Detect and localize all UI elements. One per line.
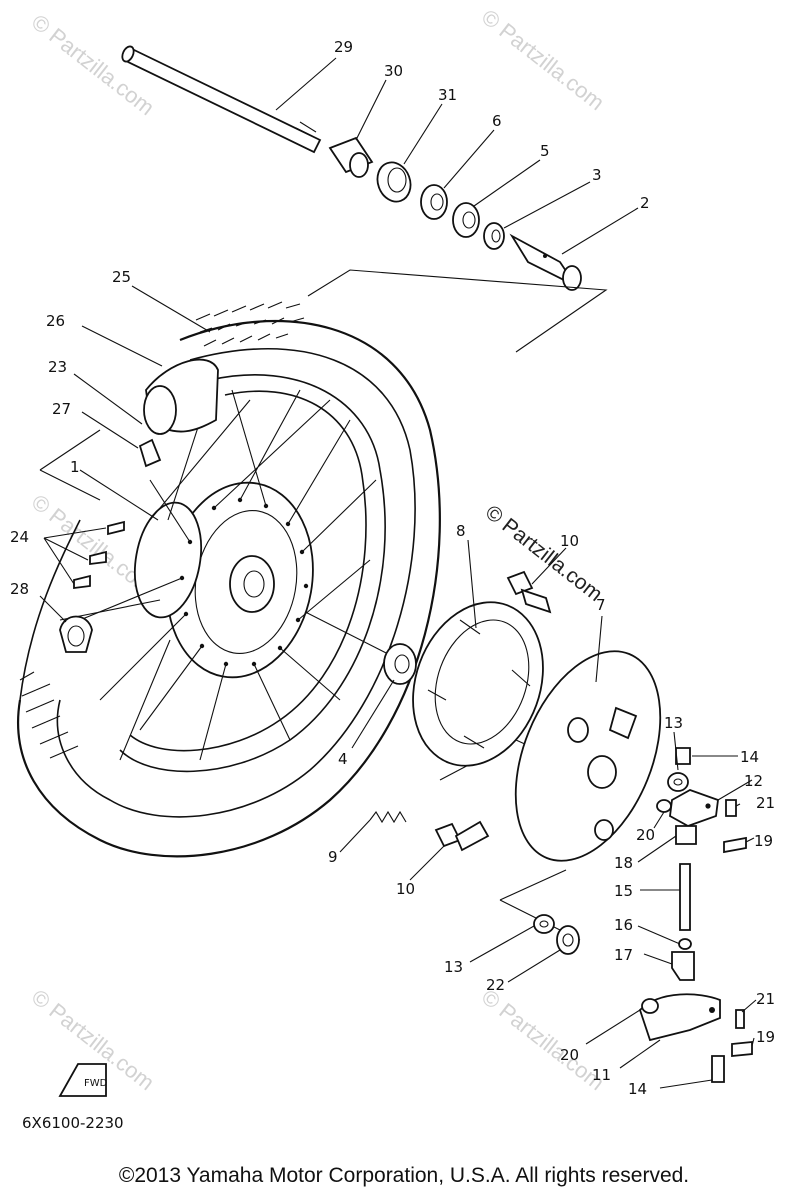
- part-label-30: 30: [384, 62, 403, 80]
- collar: [328, 136, 374, 178]
- part-label-10: 10: [396, 880, 415, 898]
- spacer: [509, 233, 582, 291]
- brake-shoes: [412, 601, 544, 767]
- part-label-16: 16: [614, 916, 633, 934]
- brake-cam: [434, 820, 490, 852]
- wheel-assembly: [17, 301, 441, 858]
- watermark: © Partzilla.com: [477, 984, 609, 1095]
- part-label-12: 12: [744, 772, 763, 790]
- part-label-1: 1: [70, 458, 80, 476]
- leader-lines: [39, 57, 757, 1089]
- part-label-3: 3: [592, 166, 602, 184]
- spacer-flange: [483, 222, 505, 250]
- part-label-15: 15: [614, 882, 633, 900]
- part-label-13: 13: [664, 714, 683, 732]
- part-label-20: 20: [636, 826, 655, 844]
- part-label-14: 14: [740, 748, 759, 766]
- valve-cap: [138, 438, 162, 468]
- part-label-23: 23: [48, 358, 67, 376]
- drawing-code: 6X6100-2230: [22, 1114, 124, 1132]
- part-label-29: 29: [334, 38, 353, 56]
- watermark-group: © Partzilla.com © Partzilla.com © Partzi…: [27, 4, 609, 1095]
- valve-clamp: [59, 615, 93, 653]
- bearing: [383, 643, 417, 685]
- part-label-22: 22: [486, 976, 505, 994]
- oil-seal: [376, 161, 412, 203]
- bearing: [452, 202, 480, 238]
- part-label-5: 5: [540, 142, 550, 160]
- brake-cam: [506, 570, 552, 614]
- part-label-19: 19: [756, 1028, 775, 1046]
- axle-shaft: [121, 45, 322, 154]
- part-label-18: 18: [614, 854, 633, 872]
- part-label-31: 31: [438, 86, 457, 104]
- part-label-7: 7: [596, 596, 606, 614]
- part-label-20: 20: [560, 1046, 579, 1064]
- spoke-nipples: [73, 520, 125, 590]
- part-label-27: 27: [52, 400, 71, 418]
- watermark-prominent: © Partzilla.com: [481, 501, 607, 606]
- part-label-19: 19: [754, 832, 773, 850]
- watermark: © Partzilla.com: [477, 4, 609, 115]
- part-label-8: 8: [456, 522, 466, 540]
- part-label-14: 14: [628, 1080, 647, 1098]
- part-label-24: 24: [10, 528, 29, 546]
- part-label-11: 11: [592, 1066, 611, 1084]
- part-label-26: 26: [46, 312, 65, 330]
- part-label-13: 13: [444, 958, 463, 976]
- rim-band: [143, 358, 219, 435]
- part-label-2: 2: [640, 194, 650, 212]
- part-label-10: 10: [560, 532, 579, 550]
- callout-labels: 29 30 31 6 5 3 2 25 26 23 27 1 24 28 8 1…: [10, 38, 775, 1132]
- bearing: [420, 184, 448, 220]
- return-spring: [369, 810, 407, 824]
- part-label-21: 21: [756, 990, 775, 1008]
- part-label-4: 4: [338, 750, 348, 768]
- part-label-25: 25: [112, 268, 131, 286]
- part-label-17: 17: [614, 946, 633, 964]
- spokes: [59, 389, 377, 761]
- brake-linkage: [533, 747, 753, 1083]
- copyright-notice: ©2013 Yamaha Motor Corporation, U.S.A. A…: [118, 1164, 690, 1187]
- part-label-28: 28: [10, 580, 29, 598]
- part-label-6: 6: [492, 112, 502, 130]
- fwd-symbol: FWD: [58, 1063, 108, 1097]
- reference-lines: [39, 269, 608, 941]
- fwd-label: FWD: [84, 1078, 108, 1089]
- part-label-21: 21: [756, 794, 775, 812]
- part-label-9: 9: [328, 848, 338, 866]
- brake-panel: [514, 650, 662, 862]
